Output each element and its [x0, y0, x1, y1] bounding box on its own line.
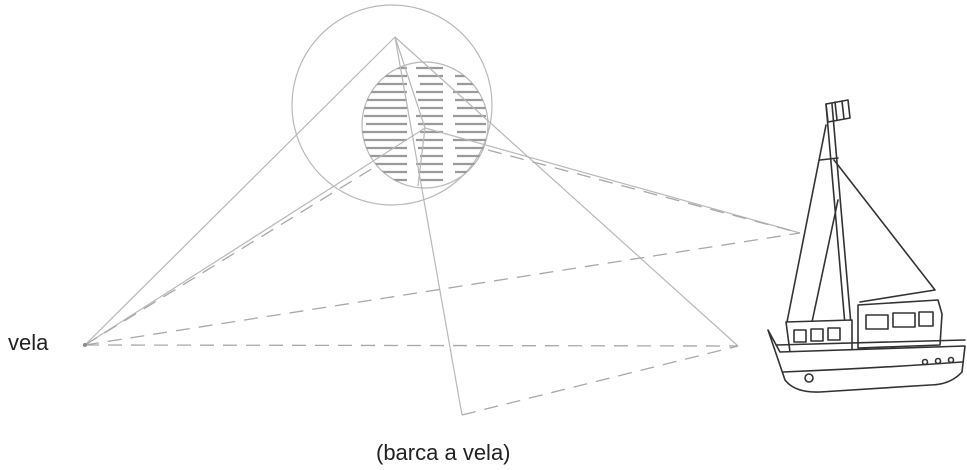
dashed-construction-lines [85, 150, 800, 415]
dashed-line-left-to-boat [85, 233, 800, 345]
dashed-line-left-horizontal [85, 345, 738, 346]
solid-construction-lines [85, 37, 800, 415]
solid-line-center-to-boat [425, 128, 800, 233]
dashed-line-bottom-to-right [462, 346, 738, 415]
left-label: vela [8, 332, 48, 354]
outer-circle [292, 5, 492, 205]
boat-flag [826, 100, 850, 122]
dashed-line-left-to-upper [85, 165, 378, 345]
dashed-line-circle-to-boat [488, 150, 800, 233]
solid-line-apex-to-left-point [85, 37, 395, 345]
boat-mainsail [834, 160, 935, 302]
left-vertex-point [83, 343, 87, 347]
solid-line-left-to-center [85, 128, 425, 345]
boat-foresail [787, 125, 826, 322]
solid-line-apex-to-right-point [395, 37, 738, 346]
sailboat-drawing [768, 100, 965, 392]
bottom-label: (barca a vela) [376, 442, 511, 464]
solid-line-apex-to-bottom [395, 37, 462, 415]
